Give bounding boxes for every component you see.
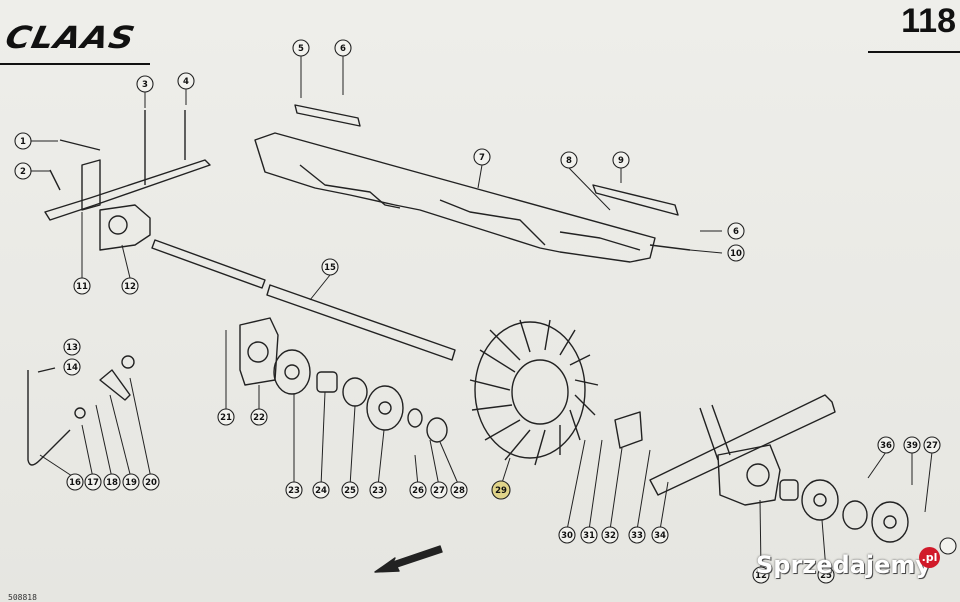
callout-14: 14 (66, 363, 78, 373)
callout-7: 7 (479, 153, 485, 163)
bearing-parts-row (239, 317, 448, 443)
drive-shaft (151, 239, 456, 361)
left-linkage-parts (27, 355, 135, 466)
callout-3: 3 (142, 80, 148, 90)
right-bearing-parts (779, 479, 909, 543)
callout-numbers: 1 2 3 4 5 6 7 8 9 6 10 11 12 15 13 14 16… (20, 44, 938, 581)
callout-23-left: 23 (288, 486, 300, 496)
callout-25-left: 25 (344, 486, 356, 496)
callout-19: 19 (125, 478, 137, 488)
callout-36: 36 (880, 441, 892, 451)
callout-16: 16 (69, 478, 81, 488)
callout-8: 8 (566, 156, 572, 166)
callout-20: 20 (145, 478, 157, 488)
fan-wheel (469, 319, 599, 466)
leader-lines (31, 56, 933, 571)
callout-27-right: 27 (926, 441, 938, 451)
callout-24: 24 (315, 486, 327, 496)
callout-4: 4 (183, 77, 189, 87)
callout-29: 29 (495, 486, 507, 496)
watermark-text: Sprzedajemy (756, 551, 932, 579)
callout-12-right: 12 (755, 571, 767, 581)
callout-23-right: 23 (372, 486, 384, 496)
right-frame-rail (614, 394, 836, 506)
callout-12-left: 12 (124, 282, 136, 292)
callout-22: 22 (253, 413, 265, 423)
drawing-code: 508818 (8, 593, 37, 602)
callout-34: 34 (654, 531, 666, 541)
callout-circles (14, 39, 957, 584)
callout-28: 28 (453, 486, 465, 496)
callout-25-right: 25 (820, 571, 832, 581)
watermark-badge: .pl (919, 547, 940, 568)
direction-arrow (374, 545, 443, 573)
callout-39: 39 (906, 441, 918, 451)
callout-32: 32 (604, 531, 616, 541)
callout-9: 9 (618, 156, 624, 166)
callout-31: 31 (583, 531, 595, 541)
callout-5: 5 (298, 44, 304, 54)
callout-1: 1 (20, 137, 26, 147)
callout-26: 26 (412, 486, 424, 496)
callout-11: 11 (76, 282, 88, 292)
callout-6-top: 6 (340, 44, 346, 54)
callout-13: 13 (66, 343, 78, 353)
callout-17: 17 (87, 478, 99, 488)
knife-bar-assembly (254, 104, 691, 263)
callout-18: 18 (106, 478, 118, 488)
callout-27-left: 27 (433, 486, 445, 496)
callout-30: 30 (561, 531, 573, 541)
callout-2: 2 (20, 167, 26, 177)
callout-15: 15 (324, 263, 336, 273)
bracket-assembly-left (44, 110, 211, 251)
callout-10: 10 (730, 249, 742, 259)
callout-21: 21 (220, 413, 232, 423)
page-number: 118 (901, 2, 956, 40)
callout-33: 33 (631, 531, 643, 541)
callout-6-right: 6 (733, 227, 739, 237)
